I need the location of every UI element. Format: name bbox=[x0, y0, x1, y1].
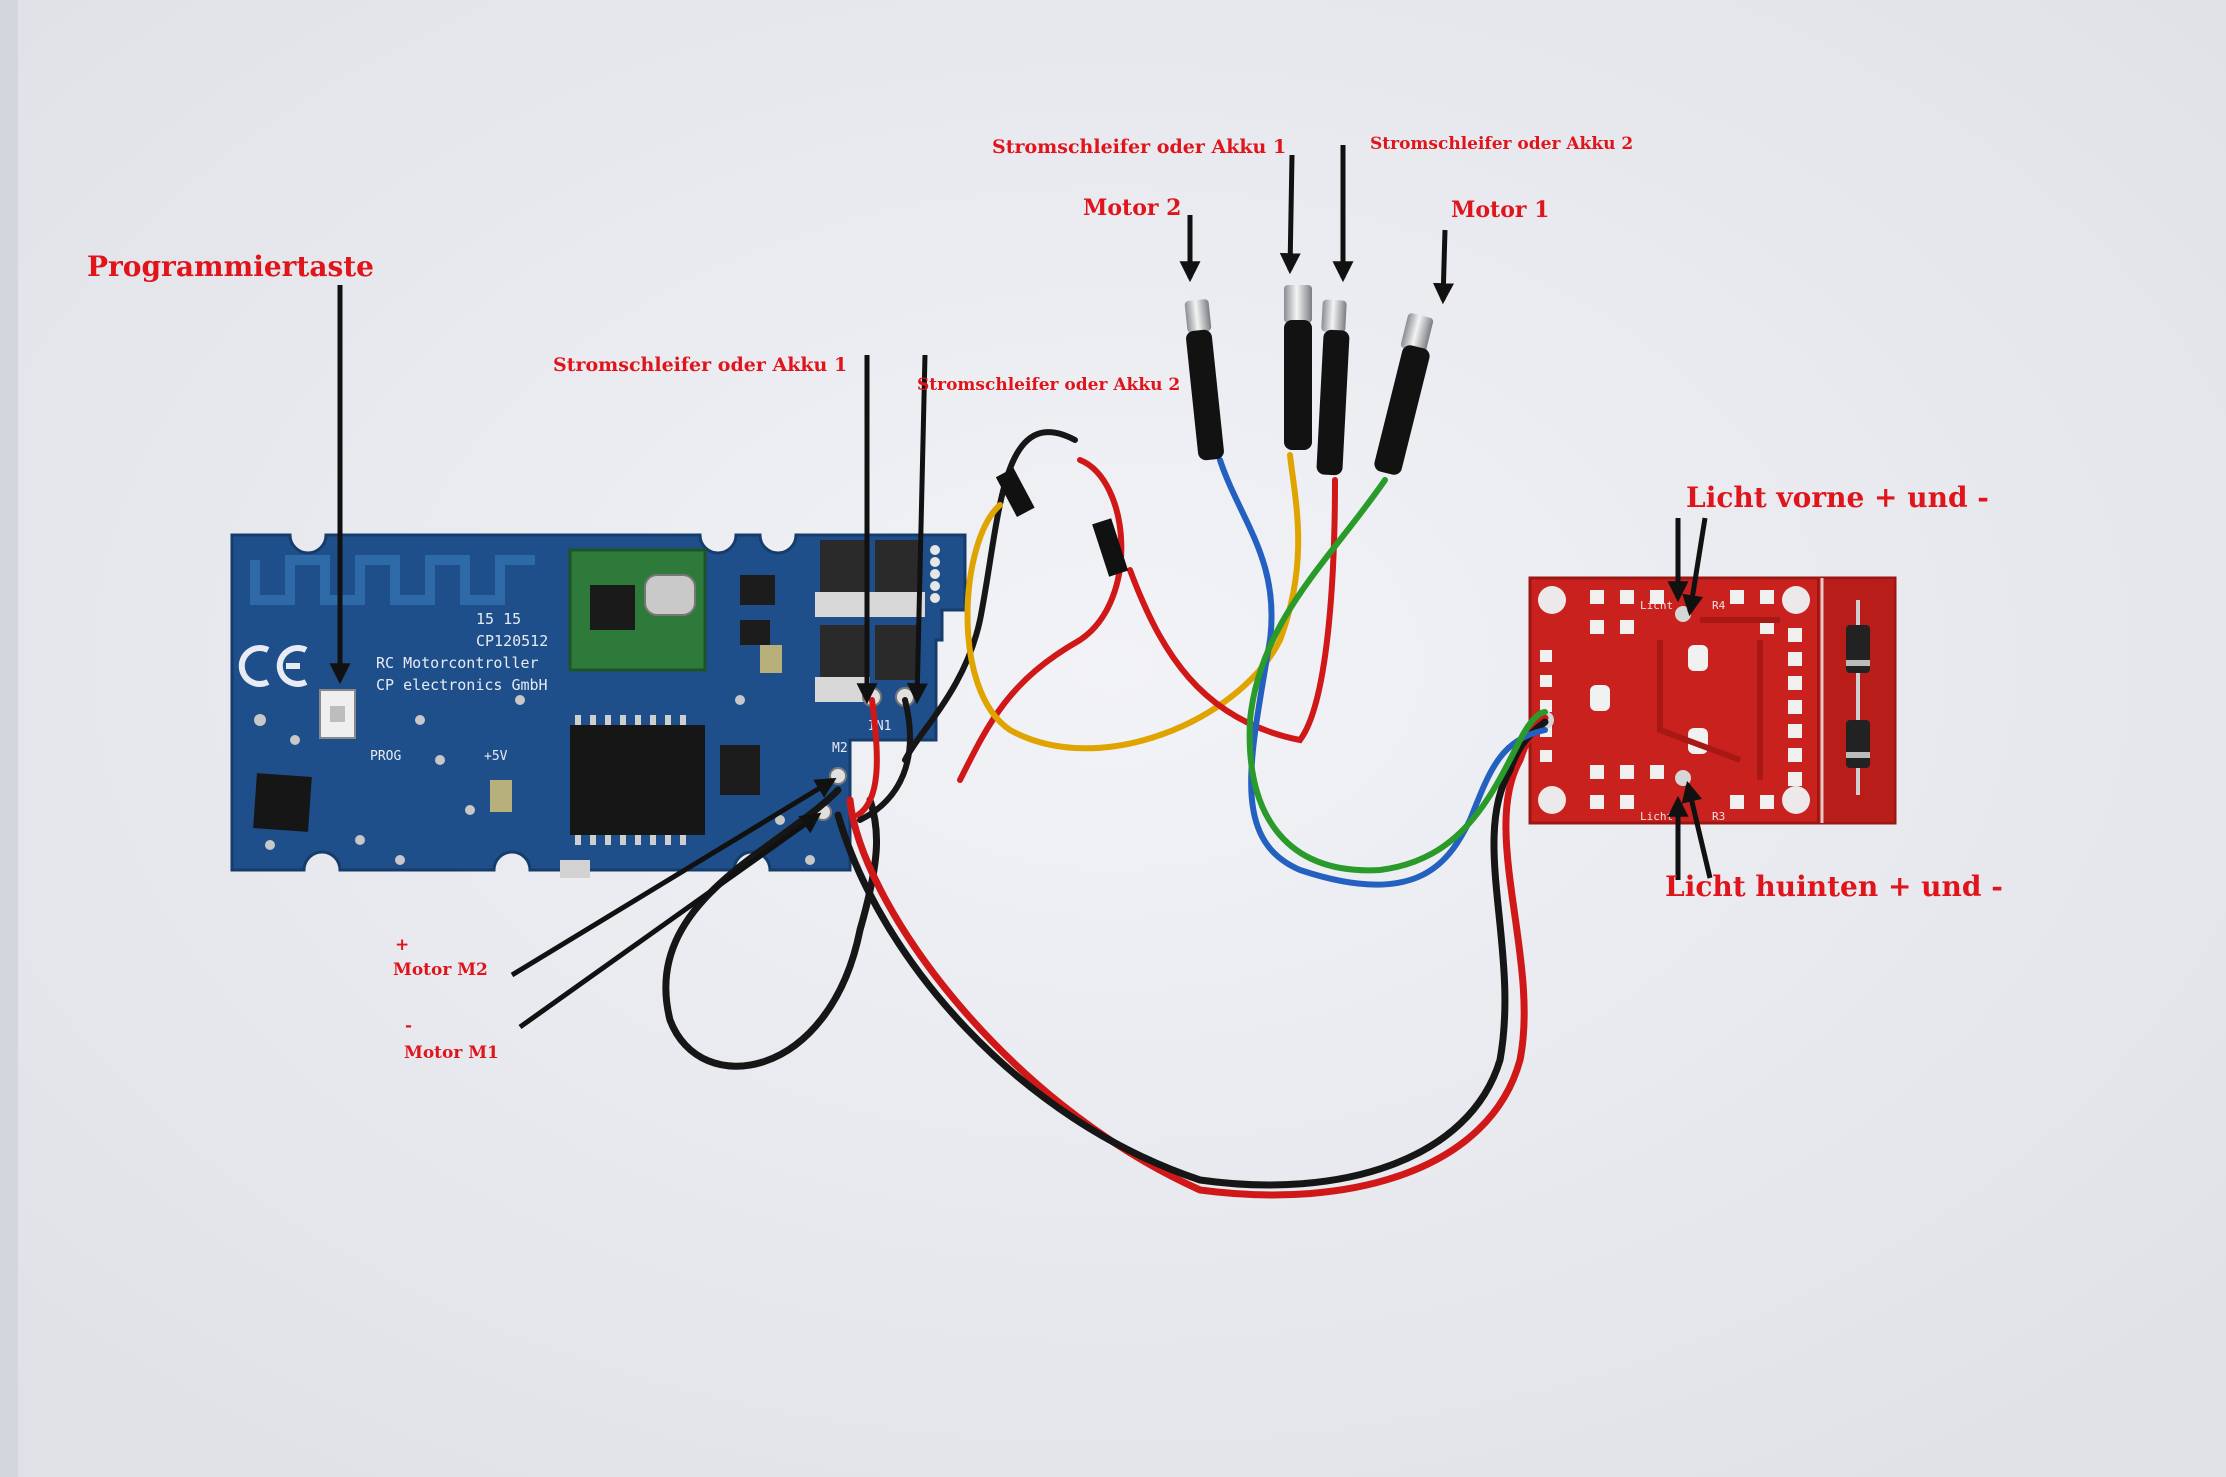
connector-plugs bbox=[1184, 285, 1434, 476]
wire-black-loop bbox=[902, 429, 1078, 763]
plug-motor1 bbox=[1374, 313, 1434, 475]
wire-black-input bbox=[857, 697, 913, 823]
arrow-icon bbox=[1681, 780, 1713, 879]
arrow-icon bbox=[1432, 229, 1454, 305]
pcb-pad-5v: +5V bbox=[484, 749, 508, 764]
wire-green bbox=[1246, 477, 1548, 874]
label-plug-akku1: Stromschleifer oder Akku 1 bbox=[992, 136, 1287, 158]
main-controller-pcb bbox=[230, 533, 967, 878]
label-motor-m2: Motor M2 bbox=[393, 960, 488, 980]
pcb-silkscreen-company: CP electronics GmbH bbox=[376, 676, 548, 694]
light-pcb-silk-r3: R3 bbox=[1712, 810, 1725, 823]
light-pcb-silk-r4: R4 bbox=[1712, 599, 1726, 612]
arrows bbox=[329, 145, 1713, 1030]
ce-mark-icon bbox=[238, 645, 308, 687]
arrow-icon bbox=[1279, 154, 1301, 275]
arrow-icon bbox=[510, 777, 837, 978]
wire-red-plug bbox=[1127, 477, 1338, 744]
pcb-pad-prog: PROG bbox=[370, 749, 401, 764]
light-pcb-silk-front: Licht bbox=[1640, 599, 1673, 612]
arrow-icon bbox=[1682, 517, 1708, 617]
wire-blue bbox=[1217, 457, 1548, 888]
label-light-front: Licht vorne + und - bbox=[1686, 481, 1989, 514]
wire-black-long bbox=[834, 718, 1549, 1189]
label-motor-m1-minus: - bbox=[405, 1016, 413, 1036]
wire-yellow bbox=[964, 452, 1302, 752]
label-motor2: Motor 2 bbox=[1083, 195, 1182, 221]
plug-motor2 bbox=[1184, 299, 1224, 461]
label-motor-m2-plus: + bbox=[395, 935, 410, 955]
plug-akku1 bbox=[1284, 285, 1312, 450]
paper-edge bbox=[0, 0, 18, 1477]
label-board-akku2: Stromschleifer oder Akku 2 bbox=[917, 375, 1181, 395]
plug-akku2 bbox=[1316, 299, 1350, 476]
light-pcb-silk-rear: Licht bbox=[1640, 810, 1673, 823]
label-motor-m1: Motor M1 bbox=[404, 1043, 499, 1063]
label-light-rear: Licht huinten + und - bbox=[1665, 870, 2003, 903]
label-plug-akku2: Stromschleifer oder Akku 2 bbox=[1370, 134, 1634, 154]
wiring bbox=[662, 429, 1549, 1199]
wire-red-input bbox=[855, 697, 880, 818]
pcb-silkscreen-date: 15 15 bbox=[476, 610, 521, 628]
arrow-icon bbox=[518, 812, 822, 1030]
arrow-icon bbox=[906, 354, 928, 705]
pcb-silkscreen-product: RC Motorcontroller bbox=[376, 654, 539, 672]
pcb-silkscreen-model: CP120512 bbox=[476, 632, 548, 650]
light-pcb bbox=[1528, 576, 1897, 825]
label-programmiertaste: Programmiertaste bbox=[87, 250, 374, 283]
wire-red-loop bbox=[957, 457, 1125, 783]
pcb-pad-m2: M2 bbox=[832, 741, 848, 756]
label-board-akku1: Stromschleifer oder Akku 1 bbox=[553, 354, 848, 376]
wire-red-long bbox=[846, 714, 1549, 1199]
label-motor1: Motor 1 bbox=[1451, 197, 1550, 223]
